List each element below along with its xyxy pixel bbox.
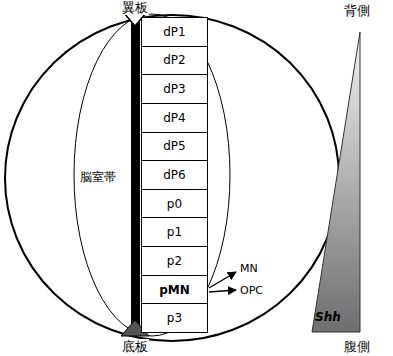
progenitor-domain: p2 [141,246,208,276]
ventricular-zone: 脳室帯 dP1 dP2 dP3 dP4 dP5 dP6 p0 p1 p2 pMN p3 [74,14,230,336]
domain-label: dP1 [163,25,186,39]
cell-type-label: MN [239,261,259,276]
axis-label: 腹側 [343,339,371,354]
progenitor-domain: dP1 [141,17,208,47]
axis-label: 背側 [343,3,371,18]
progenitor-domain: p1 [141,217,208,247]
domain-label: dP4 [163,111,186,125]
zone-label: 脳室帯 [80,169,116,186]
arrow [209,272,236,288]
progenitor-domain: pMN [141,275,208,305]
domain-label: p3 [167,311,182,325]
domain-label: dP3 [163,82,186,96]
ventricular-zone-outline [74,14,230,336]
neural-tube-outline [5,15,339,341]
domain-label: p2 [167,254,182,268]
domain-label: p0 [167,197,182,211]
progenitor-domain: p0 [141,189,208,219]
gradient-wedge: Shh [312,32,360,332]
progenitor-domain: p3 [141,303,208,333]
ventricle [131,18,140,326]
roof-plate-label: 翼板 [121,0,149,15]
domain-label: dP6 [163,168,186,182]
domain-label: p1 [167,225,182,239]
signal-label: Shh [315,310,341,324]
domain-label: pMN [159,283,190,297]
domain-label: dP5 [163,139,186,153]
progenitor-domain: dP3 [141,74,208,104]
cell-type-label: OPC [239,283,264,298]
progenitor-domain: dP2 [141,46,208,76]
arrow [209,290,236,292]
progenitor-domain: dP4 [141,103,208,133]
shh-gradient [312,32,360,332]
progenitor-domain: dP5 [141,132,208,162]
floor-plate-label: 底板 [121,339,149,354]
domain-label: dP2 [163,53,186,67]
progenitor-domain: dP6 [141,160,208,190]
